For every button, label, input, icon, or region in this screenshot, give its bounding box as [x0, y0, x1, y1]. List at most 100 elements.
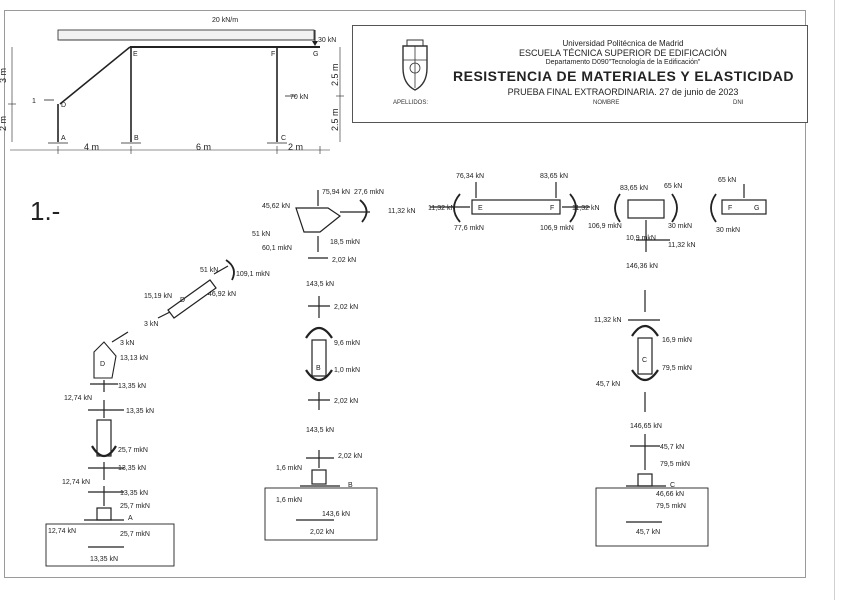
fbd-de-label-4: 46,92 kN	[208, 291, 236, 298]
fbd-a-sup-label-5: 13,35 kN	[90, 556, 118, 563]
fbd-e-label-6: 60,1 mkN	[262, 245, 292, 252]
fbd-c-label-2: 16,9 mkN	[662, 337, 692, 344]
scan-edge	[834, 0, 835, 600]
fbd-ef-label-2: 83,65 kN	[540, 173, 568, 180]
fbd-f-label-1: 83,65 kN	[620, 185, 648, 192]
fbd-b-label-2: 9,6 mkN	[334, 340, 360, 347]
dim-bottom-1: 4 m	[84, 142, 99, 152]
fbd-ef-label-5: 106,9 mkN	[540, 225, 574, 232]
fbd-segment-a	[96, 419, 112, 457]
fbd-e-label-7: 18,5 mkN	[330, 239, 360, 246]
fbd-b-sup-label-5: 2,02 kN	[310, 529, 334, 536]
fbd-c-sup-label-6: C	[670, 482, 675, 489]
structure-diagram: 20 kN/m 30 kN 70 kN 1 3 m 2 m 2.5 m 2.5 …	[0, 17, 344, 154]
fbd-b-label-6: B	[316, 365, 321, 372]
fbd-e-label-1: 75,94 kN	[322, 189, 350, 196]
fbd-ef-label-7: E	[478, 205, 483, 212]
fbd-d-label-2: 13,13 kN	[120, 355, 148, 362]
fbd-a-label-5: 13,35 kN	[118, 465, 146, 472]
fbd-b-label-1: 2,02 kN	[334, 304, 358, 311]
fbd-f-label-7: 146,36 kN	[626, 263, 658, 270]
fbd-a-sup-label-1: 13,35 kN	[120, 490, 148, 497]
fbd-de-label-1: 15,19 kN	[144, 293, 172, 300]
fbd-node-f	[627, 199, 665, 219]
fbd-c-sup-label-5: 45,7 kN	[636, 529, 660, 536]
fbd-c-label-6: C	[642, 357, 647, 364]
dim-bottom-3: 2 m	[288, 142, 303, 152]
fbd-support-b	[264, 487, 378, 541]
node-c: C	[281, 135, 286, 142]
fbd-c-label-1: 11,32 kN	[594, 317, 622, 324]
fbd-c-label-5: 146,65 kN	[630, 423, 662, 430]
fbd-fg-label-4: G	[754, 205, 759, 212]
university-crest-icon	[402, 39, 428, 91]
fbd-segment-de	[167, 279, 217, 319]
fbd-a-sup-label-2: 25,7 mkN	[120, 503, 150, 510]
fbd-labels: 13,35 kN 12,74 kN 13,35 kN 25,7 mkN 13,3…	[48, 173, 759, 563]
fbd-c-sup-label-3: 46,66 kN	[656, 491, 684, 498]
fbd-b-label-3: 1,0 mkN	[334, 367, 360, 374]
field-name: NOMBRE	[593, 100, 620, 106]
fbd-e-label-4: 11,32 kN	[388, 208, 416, 215]
fbd-de-label-6: D	[180, 297, 185, 304]
field-dni: DNI	[733, 100, 744, 106]
fbd-e-label-5: 51 kN	[252, 231, 270, 238]
fbd-a-sup-label-6: A	[128, 515, 133, 522]
node-b: B	[134, 135, 139, 142]
dim-bottom-2: 6 m	[196, 142, 211, 152]
fbd-b-sup-label-6: B	[348, 482, 353, 489]
fbd-a-label-2: 12,74 kN	[64, 395, 92, 402]
fbd-ef-label-8: F	[550, 205, 554, 212]
fbd-e-label-9: 143,5 kN	[306, 281, 334, 288]
fbd-b-sup-label-2: 1,6 mkN	[276, 465, 302, 472]
fbd-a-label-1: 13,35 kN	[118, 383, 146, 390]
fbd-f-label-3: 106,9 mkN	[588, 223, 622, 230]
label-distributed-load: 20 kN/m	[212, 17, 238, 24]
fbd-e-label-3: 27,6 mkN	[354, 189, 384, 196]
node-g: G	[313, 51, 318, 58]
dim-left-2: 2 m	[0, 116, 8, 131]
fbd-c-sup-label-2: 79,5 mkN	[660, 461, 690, 468]
header-department: Departamento D090"Tecnología de la Edifi…	[545, 59, 701, 66]
fbd-c-sup-label-1: 45,7 kN	[660, 444, 684, 451]
fbd-f-label-5: 10,9 mkN	[626, 235, 656, 242]
fbd-de-label-3: 109,1 mkN	[236, 271, 270, 278]
fbd-ef-label-4: 77,6 mkN	[454, 225, 484, 232]
fbd-ef-label-3: 11,32 kN	[428, 205, 456, 212]
fbd-segment-fg	[721, 199, 767, 215]
fbd-b-sup-label-4: 143,6 kN	[322, 511, 350, 518]
fbd-e-label-8: 2,02 kN	[332, 257, 356, 264]
header-course: RESISTENCIA DE MATERIALES Y ELASTICIDAD	[453, 68, 795, 84]
fbd-f-label-6: 11,32 kN	[668, 242, 696, 249]
fbd-a-label-3: 13,35 kN	[126, 408, 154, 415]
fbd-node-e	[295, 207, 342, 233]
node-f: F	[271, 51, 275, 58]
fbd-node-d	[93, 341, 117, 379]
node-a: A	[61, 135, 66, 142]
fbd-e-label-2: 45,62 kN	[262, 203, 290, 210]
fbd-b-sup-label-1: 2,02 kN	[338, 453, 362, 460]
fbd-b-label-5: 143,5 kN	[306, 427, 334, 434]
fbd-a-label-4: 25,7 mkN	[118, 447, 148, 454]
fbd-support-c	[595, 487, 709, 547]
label-load-d: 1	[32, 98, 36, 105]
fbd-a-sup-label-3: 12,74 kN	[48, 528, 76, 535]
header-university: Universidad Politécnica de Madrid	[562, 39, 684, 48]
label-point-load-g: 30 kN	[318, 37, 336, 44]
fbd-fg-label-1: 65 kN	[718, 177, 736, 184]
fbd-c-label-3: 79,5 mkN	[662, 365, 692, 372]
label-load-column-f: 70 kN	[290, 94, 308, 101]
header-school: ESCUELA TÉCNICA SUPERIOR DE EDIFICACIÓN	[519, 48, 727, 58]
dim-left-1: 3 m	[0, 68, 8, 83]
fbd-support-a	[45, 523, 175, 567]
fbd-d-label-3: D	[100, 361, 105, 368]
fbd-f-label-2: 65 kN	[664, 183, 682, 190]
node-d: D	[61, 102, 66, 109]
header-exam: PRUEBA FINAL EXTRAORDINARIA. 27 de junio…	[507, 87, 739, 97]
fbd-beam-ef	[471, 199, 561, 215]
question-number: 1.-	[30, 196, 61, 226]
fbd-ef-label-1: 76,34 kN	[456, 173, 484, 180]
fbd-fg-label-2: 30 mkN	[716, 227, 740, 234]
dim-right-2: 2.5 m	[330, 108, 340, 131]
